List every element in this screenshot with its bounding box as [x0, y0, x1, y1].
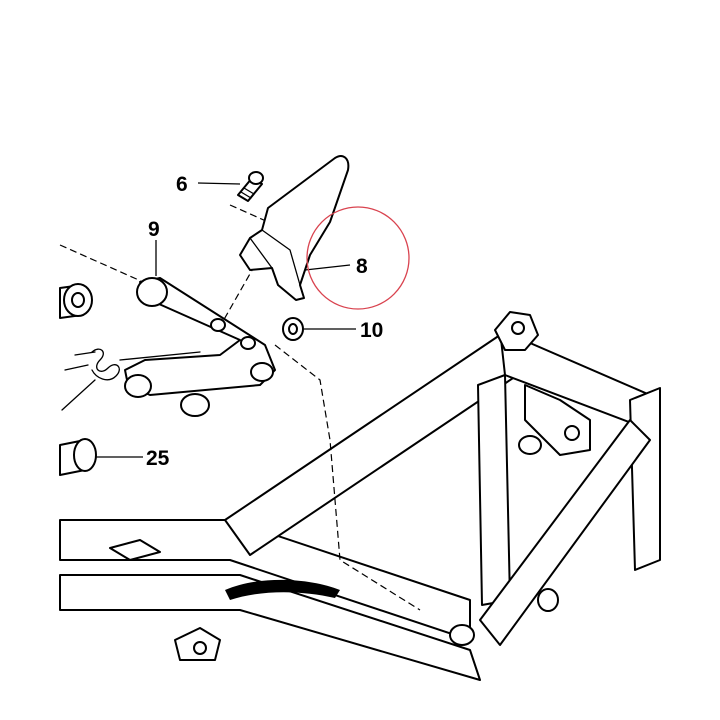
callout-labels: 6 9 8 10 25	[146, 173, 383, 470]
lever-pivot	[136, 277, 168, 307]
bolt-thread	[240, 187, 255, 199]
centerline-pivot	[59, 244, 151, 286]
bolt-head	[248, 171, 264, 185]
motorcycle-frame	[59, 311, 661, 681]
part-25-bushing	[59, 438, 97, 476]
frame-lower-node	[449, 624, 475, 646]
frame-vertical-tube	[477, 374, 511, 606]
lever-lower-eye	[124, 374, 152, 398]
spring-coils	[91, 348, 120, 381]
bracket-boss	[518, 435, 542, 455]
bushing-end	[73, 438, 97, 472]
frame-right-node	[537, 588, 559, 612]
leader-lines	[96, 182, 356, 458]
spring-leg	[61, 379, 96, 411]
lower-mount-hole	[193, 641, 207, 655]
frame-right-tube	[629, 387, 661, 571]
callout-25: 25	[146, 447, 170, 470]
centerline-frame	[274, 344, 421, 611]
lever-hole-1	[210, 318, 226, 332]
spacer-bore	[71, 292, 85, 308]
lever-hole-2	[240, 336, 256, 350]
gusset-hole	[511, 321, 525, 335]
lever-right-eye	[250, 362, 274, 382]
heel-guard-plate	[239, 155, 350, 301]
heel-guard-fold	[261, 229, 301, 286]
return-spring	[61, 348, 201, 411]
centerline-bolt	[229, 204, 276, 226]
spacer	[59, 283, 93, 319]
frame-right-diagonal	[479, 419, 651, 646]
frame-bottom-tube	[59, 574, 481, 681]
callout-9: 9	[148, 218, 160, 241]
part-8-heel-guard	[239, 155, 350, 301]
part-9-lever	[124, 277, 276, 417]
bracket-hole	[564, 425, 580, 441]
spring-leader-guide	[119, 351, 201, 361]
lever-lower-tab	[180, 393, 210, 417]
callout-8: 8	[356, 255, 368, 278]
highlight-circle	[306, 206, 410, 310]
washer-hole	[288, 323, 298, 335]
part-10-washer	[282, 317, 304, 341]
callout-6: 6	[176, 173, 188, 196]
leader-6	[197, 182, 241, 185]
part-6-bolt	[237, 171, 264, 202]
frame-shadow	[225, 579, 340, 600]
centerline-bracket	[217, 264, 256, 331]
frame-clip	[109, 539, 161, 561]
spring-hook	[64, 364, 89, 371]
center-lines	[59, 204, 421, 611]
leader-8	[304, 264, 351, 271]
heel-guard-tab	[249, 237, 273, 269]
callout-10: 10	[360, 319, 383, 342]
